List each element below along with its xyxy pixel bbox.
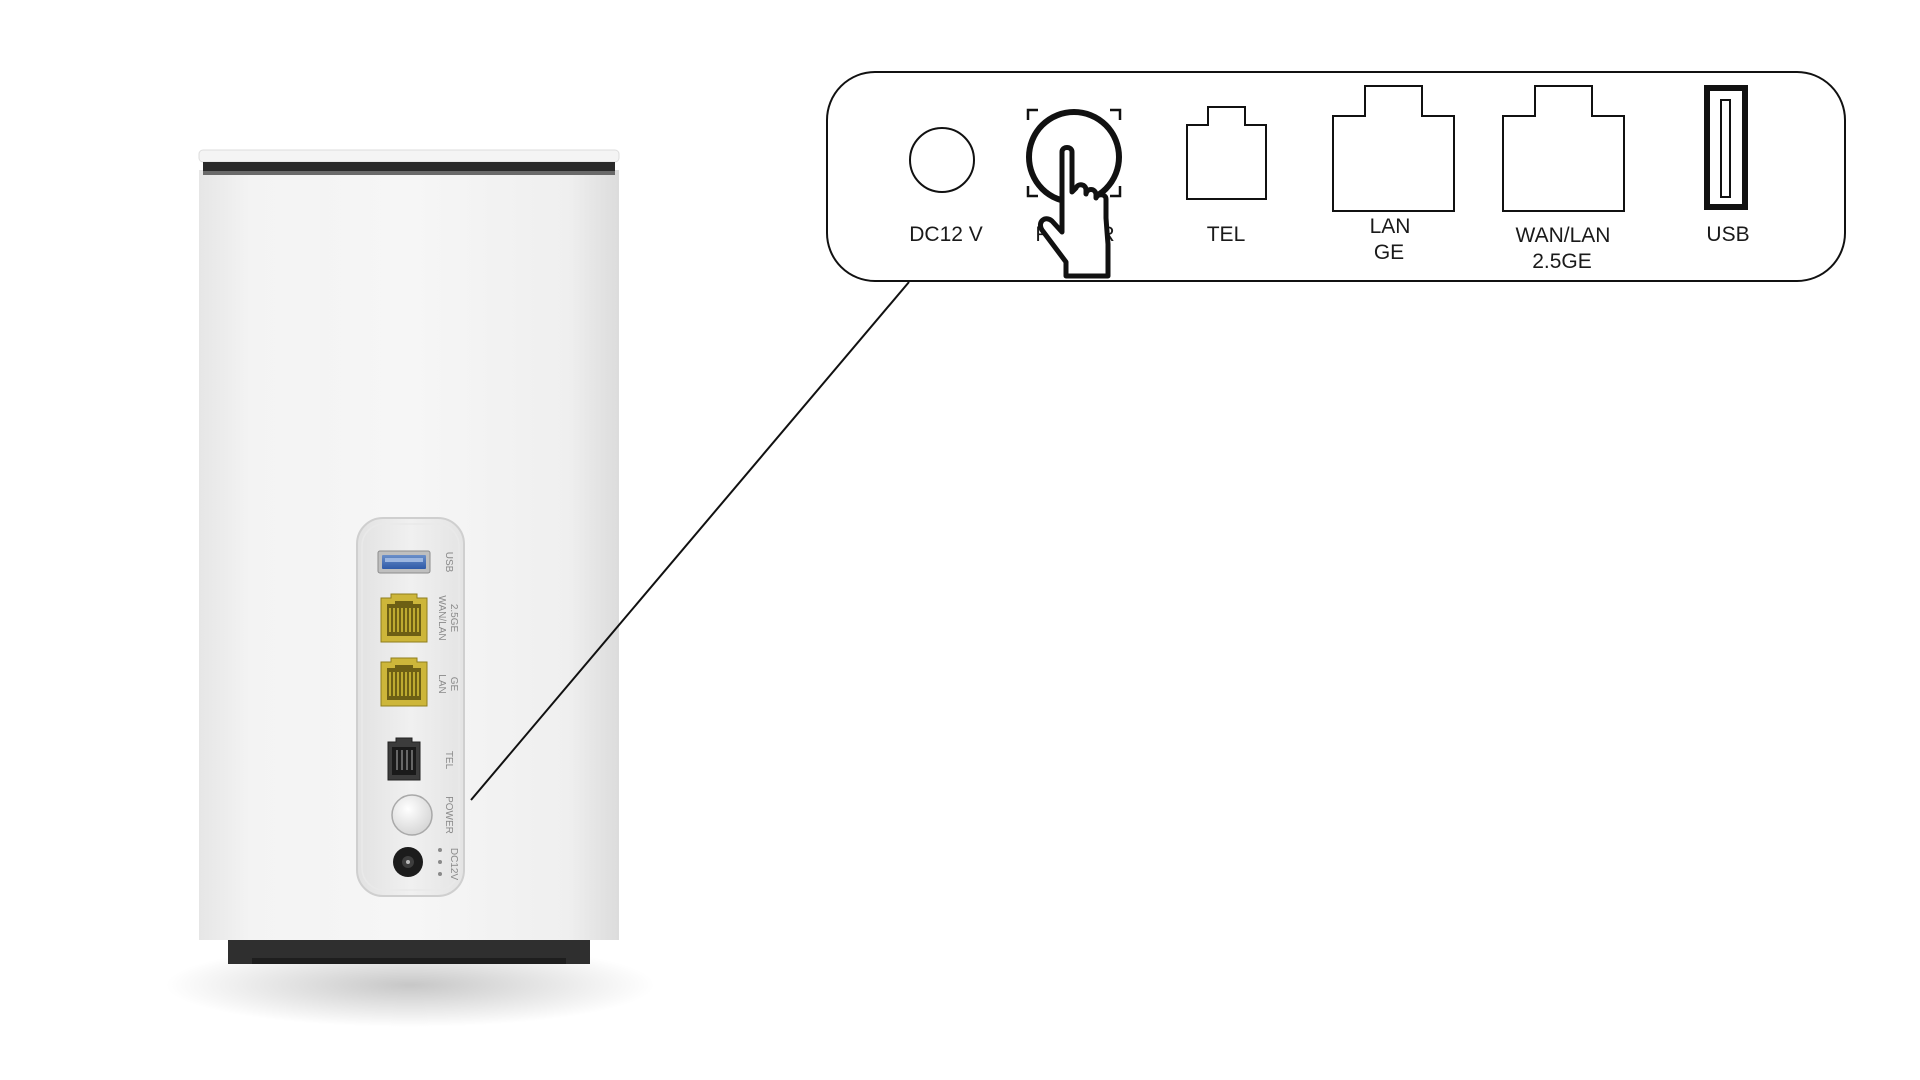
device-usb-port: [377, 550, 431, 574]
callout-leader-line: [470, 281, 910, 801]
device-dc-polarity-icon: [438, 848, 442, 876]
label-tel: TEL: [1207, 223, 1246, 246]
device-label-lan-2: GE: [448, 677, 459, 692]
wan-lan-port-icon: [1502, 85, 1625, 212]
device-dc-jack: [393, 847, 423, 877]
label-lan: LAN: [1370, 215, 1411, 238]
device-label-lan-1: LAN: [436, 674, 447, 693]
device-label-wan-1: WAN/LAN: [436, 595, 447, 640]
device-port-panel: [356, 517, 465, 897]
dc-jack-icon: [909, 127, 975, 193]
label-lan-ge: GE: [1374, 241, 1404, 264]
tel-port-icon: [1186, 106, 1267, 200]
label-usb: USB: [1706, 223, 1749, 246]
label-wan-lan: WAN/LAN: [1516, 224, 1611, 247]
lan-port-icon: [1332, 85, 1455, 212]
device-label-dc: DC12V: [448, 848, 459, 881]
callout-frame: [826, 71, 1846, 282]
device-tel-port: [387, 737, 421, 781]
device-lan-port: [380, 657, 428, 707]
device-power-button[interactable]: [391, 794, 433, 836]
device-wan-port: [380, 593, 428, 643]
label-dc12v: DC12 V: [909, 223, 983, 246]
router-device: USB WAN/LAN 2.5GE LAN GE: [165, 149, 655, 1027]
device-label-power: POWER: [443, 796, 454, 834]
hand-pointer-icon: [1037, 145, 1111, 279]
device-label-tel: TEL: [443, 751, 454, 770]
device-label-usb: USB: [443, 552, 454, 573]
device-label-wan-2: 2.5GE: [448, 604, 459, 633]
label-wan-lan-25ge: 2.5GE: [1532, 250, 1592, 273]
usb-port-icon: [1704, 85, 1748, 210]
callout-panel: DC12 V POWER TEL LAN GE WAN/LAN 2.5GE US…: [826, 71, 1846, 282]
device-top-cap: [198, 149, 620, 163]
